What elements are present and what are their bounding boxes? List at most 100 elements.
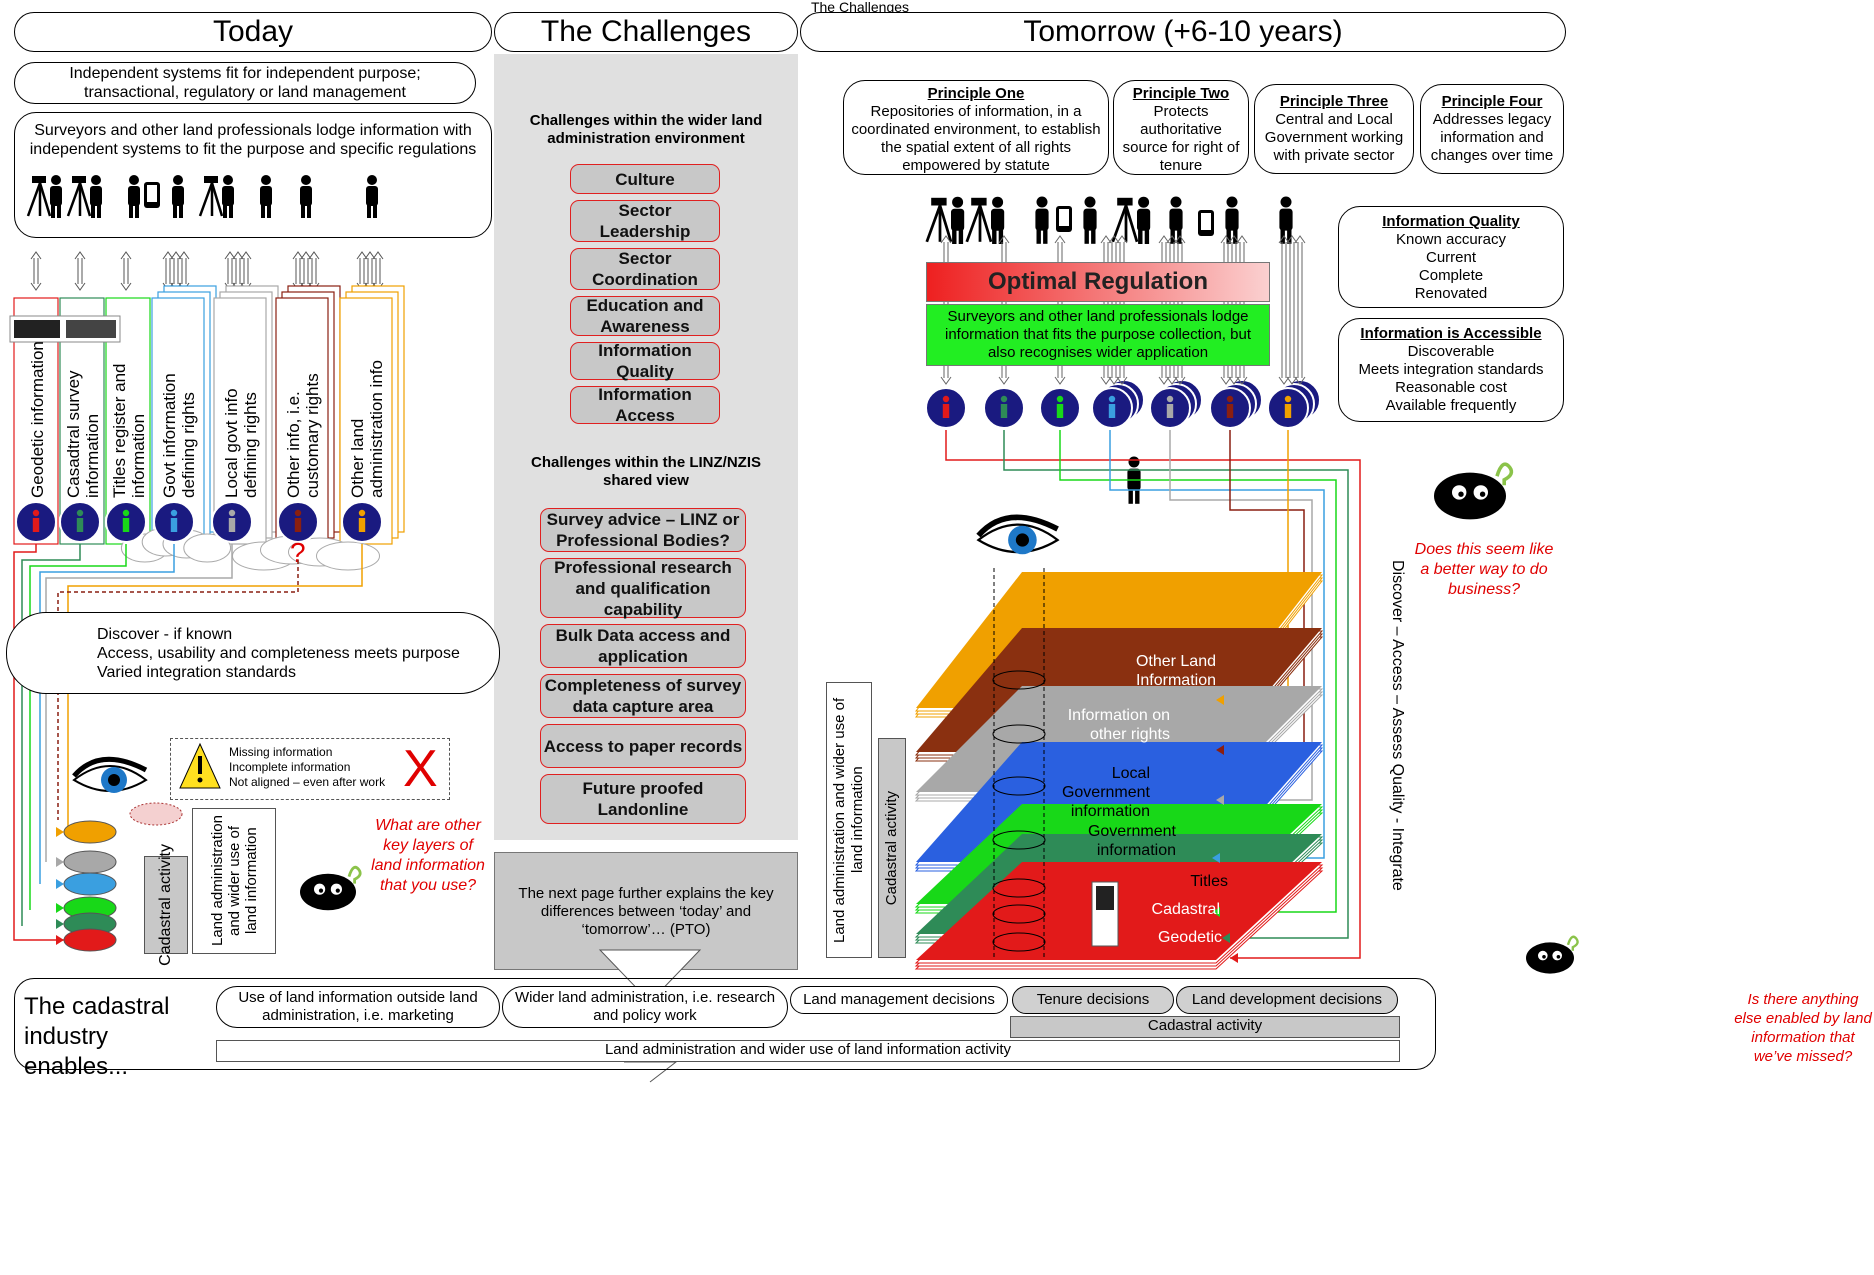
principle-one-text: Repositories of information, in a coordi…: [851, 103, 1101, 174]
legend-line: Incomplete information: [229, 760, 351, 774]
connector-line: [67, 544, 363, 832]
info-column-text: Other info, i.e. customary rights: [284, 373, 322, 498]
unknown-question-mark: ?: [290, 537, 306, 568]
double-arrow-icon: [1286, 235, 1298, 385]
missing-legend-box: Missing information Incomplete informati…: [170, 738, 450, 800]
info-column-text: Local govt info defining rights: [222, 388, 260, 498]
info-column-label: Local govt info defining rights: [218, 338, 264, 498]
surveyor-tripod-icon: [66, 176, 92, 217]
surveyor-person-icon: [222, 175, 234, 218]
legend-text: Missing information Incomplete informati…: [229, 745, 399, 790]
bottom-pill-research: Wider land administration, i.e. research…: [502, 986, 788, 1028]
bottom-pill-tenure: Tenure decisions: [1012, 986, 1174, 1014]
tomorrow-eye-icon: [976, 514, 1060, 555]
bottom-pill-land-development: Land development decisions: [1176, 986, 1398, 1014]
optimal-regulation-bar: Optimal Regulation: [926, 262, 1270, 302]
info-quality-item: Known accuracy: [1395, 231, 1507, 248]
double-arrow-icon: [372, 251, 384, 291]
info-icon: [1267, 387, 1309, 429]
info-column-label: Casadtral survey information: [64, 338, 102, 498]
discover-box: Discover - if known Access, usability an…: [6, 612, 500, 694]
tomorrow-connector: [1059, 430, 1337, 913]
wider-challenges-heading: Challenges within the wider land adminis…: [529, 112, 763, 147]
info-icon: [925, 387, 967, 429]
legend-line: Not aligned – even after work: [229, 775, 386, 789]
today-cadastral-activity: Cadastral activity: [144, 844, 188, 966]
person-icon: [1035, 196, 1049, 244]
tomorrow-cadastral-activity: Cadastral activity: [878, 738, 906, 958]
tomorrow-question: Does this seem like a better way to do b…: [1414, 541, 1554, 598]
bottom-pill-marketing: Use of land information outside land adm…: [216, 986, 500, 1028]
x-mark-icon: X: [403, 740, 438, 798]
info-icon: [341, 501, 383, 543]
page-title: The Challenges: [810, 0, 910, 15]
discover-access-side: Discover – Access – Assess Quality - Int…: [1382, 559, 1412, 891]
surveyor-person-icon: [90, 175, 102, 218]
tomorrow-land-admin: Land administration and wider use of lan…: [826, 682, 872, 958]
person-icon: [366, 175, 378, 218]
person-icon: [128, 175, 140, 218]
principle-four-title: Principle Four: [1441, 93, 1543, 110]
layer-label: Cadastral: [1151, 901, 1220, 918]
linz-challenge-item: Bulk Data access and application: [540, 624, 746, 668]
header-tomorrow: Tomorrow (+6-10 years): [800, 12, 1566, 52]
cylinder-ring: [992, 776, 1046, 796]
arrowhead: [1216, 695, 1224, 705]
principle-four: Principle Four Addresses legacy informat…: [1420, 84, 1564, 174]
person-icon: [1169, 196, 1183, 244]
cylinder-ring: [992, 830, 1046, 850]
info-icon: [277, 501, 319, 543]
linz-challenge-item: Future proofed Landonline: [540, 774, 746, 824]
today-land-admin-label: Land administration and wider use of lan…: [208, 815, 260, 947]
today-question: What are other key layers of land inform…: [371, 817, 485, 894]
principle-four-text: Addresses legacy information and changes…: [1430, 111, 1554, 164]
independent-systems-box: Independent systems fit for independent …: [14, 62, 476, 104]
person-icon: [172, 175, 184, 218]
bottom-pill-land-management: Land management decisions: [790, 986, 1008, 1014]
principle-two-text: Protects authoritative source for right …: [1122, 103, 1240, 174]
info-access-item: Discoverable: [1407, 343, 1495, 360]
device-icon: [1056, 206, 1072, 232]
info-icon: [1039, 387, 1081, 429]
layer-label: Government information: [1087, 823, 1176, 859]
data-layer-disc: [63, 872, 117, 896]
arrowhead: [1222, 933, 1230, 943]
header-challenges: The Challenges: [494, 12, 798, 52]
info-quality-item: Current: [1425, 249, 1477, 266]
double-arrow-icon: [178, 251, 190, 291]
arrowhead: [1212, 853, 1220, 863]
discover-line: Access, usability and completeness meets…: [97, 645, 460, 662]
bottom-question: Is there anything else enabled by land i…: [1734, 991, 1872, 1065]
double-arrow-icon: [1278, 235, 1290, 385]
arrowhead: [1216, 795, 1224, 805]
device-icon: [1198, 210, 1214, 236]
info-access-box: Information is Accessible Discoverable M…: [1338, 318, 1564, 422]
arrowhead: [56, 935, 64, 945]
wider-challenge-item: Culture: [570, 164, 720, 194]
cylinder-ring: [992, 878, 1046, 898]
legend-line: Missing information: [229, 745, 333, 759]
principle-one-title: Principle One: [927, 85, 1025, 102]
cylinder-ring: [992, 670, 1046, 690]
connector-line: [21, 544, 81, 926]
info-quality-item: Complete: [1418, 267, 1484, 284]
info-column-text: Titles register and information: [110, 363, 148, 498]
double-arrow-icon: [240, 251, 252, 291]
tomorrow-cadastral-label: Cadastral activity: [883, 790, 900, 906]
arrowhead: [56, 919, 64, 929]
info-column-text: Other land administration info: [348, 360, 386, 498]
surveyor-person-icon: [951, 196, 965, 244]
principle-three-text: Central and Local Government working wit…: [1264, 111, 1404, 164]
discover-access-text: Discover – Access – Assess Quality - Int…: [1389, 559, 1406, 891]
data-layer-disc: [63, 850, 117, 874]
warning-icon: [179, 742, 221, 789]
info-access-item: Reasonable cost: [1395, 379, 1507, 396]
arrowhead: [1212, 907, 1220, 917]
info-column-text: Govt information defining rights: [160, 373, 198, 498]
info-access-item: Available frequently: [1385, 397, 1517, 414]
tomorrow-connector: [1169, 430, 1313, 801]
info-quality-title: Information Quality: [1382, 213, 1520, 230]
person-icon: [1225, 196, 1239, 244]
bottom-thinking-face: [1526, 935, 1579, 974]
